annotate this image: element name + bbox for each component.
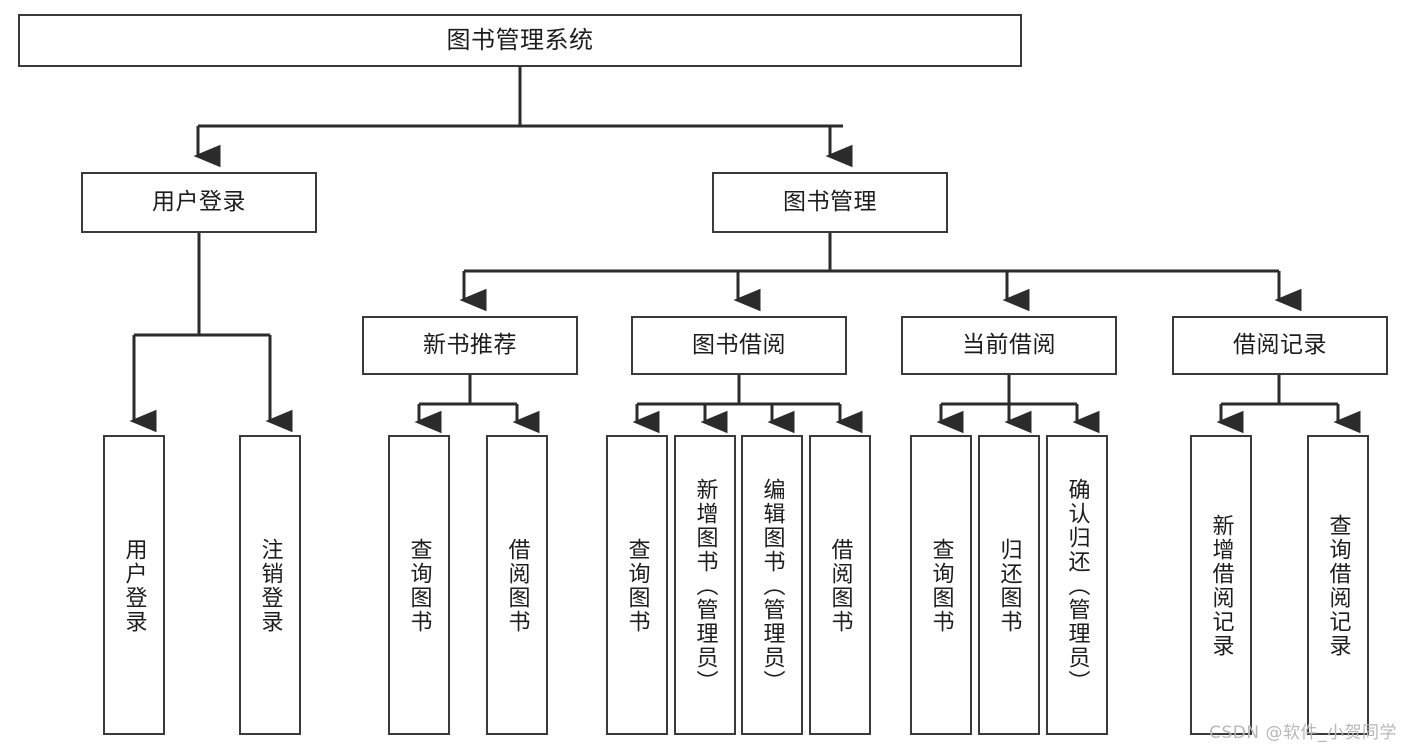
node-new-book-recommend[interactable]: 新书推荐: [362, 316, 578, 375]
node-leaf-add-record[interactable]: 新增借阅记录: [1190, 435, 1252, 735]
node-borrow-record-label: 借阅记录: [1233, 331, 1327, 358]
node-leaf-borrow-book-2-label: 借阅图书: [827, 538, 853, 634]
node-leaf-edit-book[interactable]: 编辑图书（管理员）: [741, 435, 803, 735]
node-user-login[interactable]: 用户登录: [81, 172, 317, 233]
node-leaf-return-book[interactable]: 归还图书: [978, 435, 1040, 735]
node-leaf-query-record[interactable]: 查询借阅记录: [1307, 435, 1369, 735]
node-user-login-label: 用户登录: [152, 188, 246, 215]
node-leaf-query-book-2[interactable]: 查询图书: [606, 435, 668, 735]
node-leaf-borrow-book-1-label: 借阅图书: [504, 538, 530, 634]
node-leaf-borrow-book-2[interactable]: 借阅图书: [809, 435, 871, 735]
node-leaf-query-book-3[interactable]: 查询图书: [910, 435, 972, 735]
node-leaf-add-book-label: 新增图书（管理员）: [692, 478, 718, 694]
node-leaf-confirm-return-label: 确认归还（管理员）: [1064, 478, 1090, 694]
node-leaf-query-book-1[interactable]: 查询图书: [388, 435, 450, 735]
node-book-borrow[interactable]: 图书借阅: [631, 316, 847, 375]
node-leaf-logout-label: 注销登录: [257, 538, 283, 634]
node-leaf-query-book-3-label: 查询图书: [928, 538, 954, 634]
node-leaf-query-book-2-label: 查询图书: [624, 538, 650, 634]
node-leaf-edit-book-label: 编辑图书（管理员）: [759, 478, 785, 694]
node-leaf-add-book[interactable]: 新增图书（管理员）: [674, 435, 736, 735]
node-leaf-confirm-return[interactable]: 确认归还（管理员）: [1046, 435, 1108, 735]
node-new-book-recommend-label: 新书推荐: [423, 331, 517, 358]
node-current-borrow[interactable]: 当前借阅: [901, 316, 1117, 375]
node-leaf-borrow-book-1[interactable]: 借阅图书: [486, 435, 548, 735]
node-borrow-record[interactable]: 借阅记录: [1172, 316, 1388, 375]
node-leaf-return-book-label: 归还图书: [996, 538, 1022, 634]
node-root-label: 图书管理系统: [446, 26, 594, 55]
node-leaf-user-login[interactable]: 用户登录: [103, 435, 165, 735]
node-root[interactable]: 图书管理系统: [18, 14, 1022, 67]
node-leaf-logout[interactable]: 注销登录: [239, 435, 301, 735]
node-leaf-query-record-label: 查询借阅记录: [1325, 514, 1351, 658]
node-leaf-query-book-1-label: 查询图书: [406, 538, 432, 634]
node-leaf-user-login-label: 用户登录: [121, 538, 147, 634]
node-book-borrow-label: 图书借阅: [692, 331, 786, 358]
node-current-borrow-label: 当前借阅: [962, 331, 1056, 358]
node-book-management[interactable]: 图书管理: [712, 172, 948, 233]
node-book-management-label: 图书管理: [783, 188, 877, 215]
node-leaf-add-record-label: 新增借阅记录: [1208, 514, 1234, 658]
